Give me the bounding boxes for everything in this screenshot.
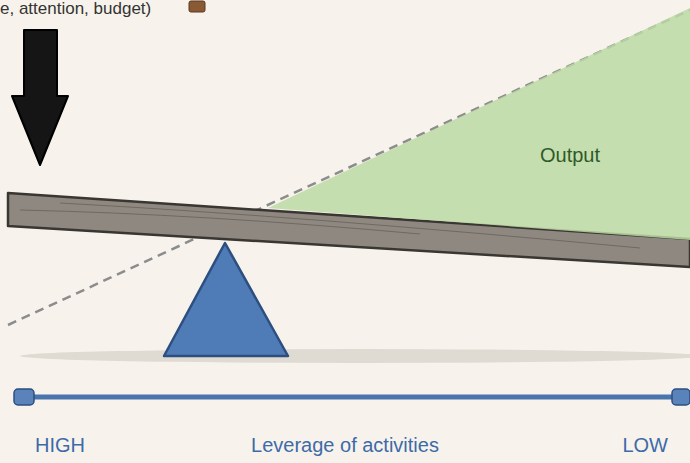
slider-track <box>24 395 680 400</box>
output-area: Output <box>250 8 690 248</box>
fulcrum-triangle <box>164 243 288 356</box>
force-arrow <box>12 30 68 165</box>
slider-handle <box>672 389 690 405</box>
ground-shadow <box>20 349 690 363</box>
slider-handle <box>14 389 34 405</box>
resource-note: e, attention, budget) <box>0 0 151 19</box>
output-triangle-shape <box>250 8 690 248</box>
axis-end-label: HIGH <box>35 434 85 457</box>
axis-title: Leverage of activities <box>251 434 439 457</box>
output-label: Output <box>540 144 600 167</box>
axis-end-label: LOW <box>622 434 668 457</box>
wallet-icon <box>189 1 205 12</box>
output-triangle <box>268 8 690 240</box>
